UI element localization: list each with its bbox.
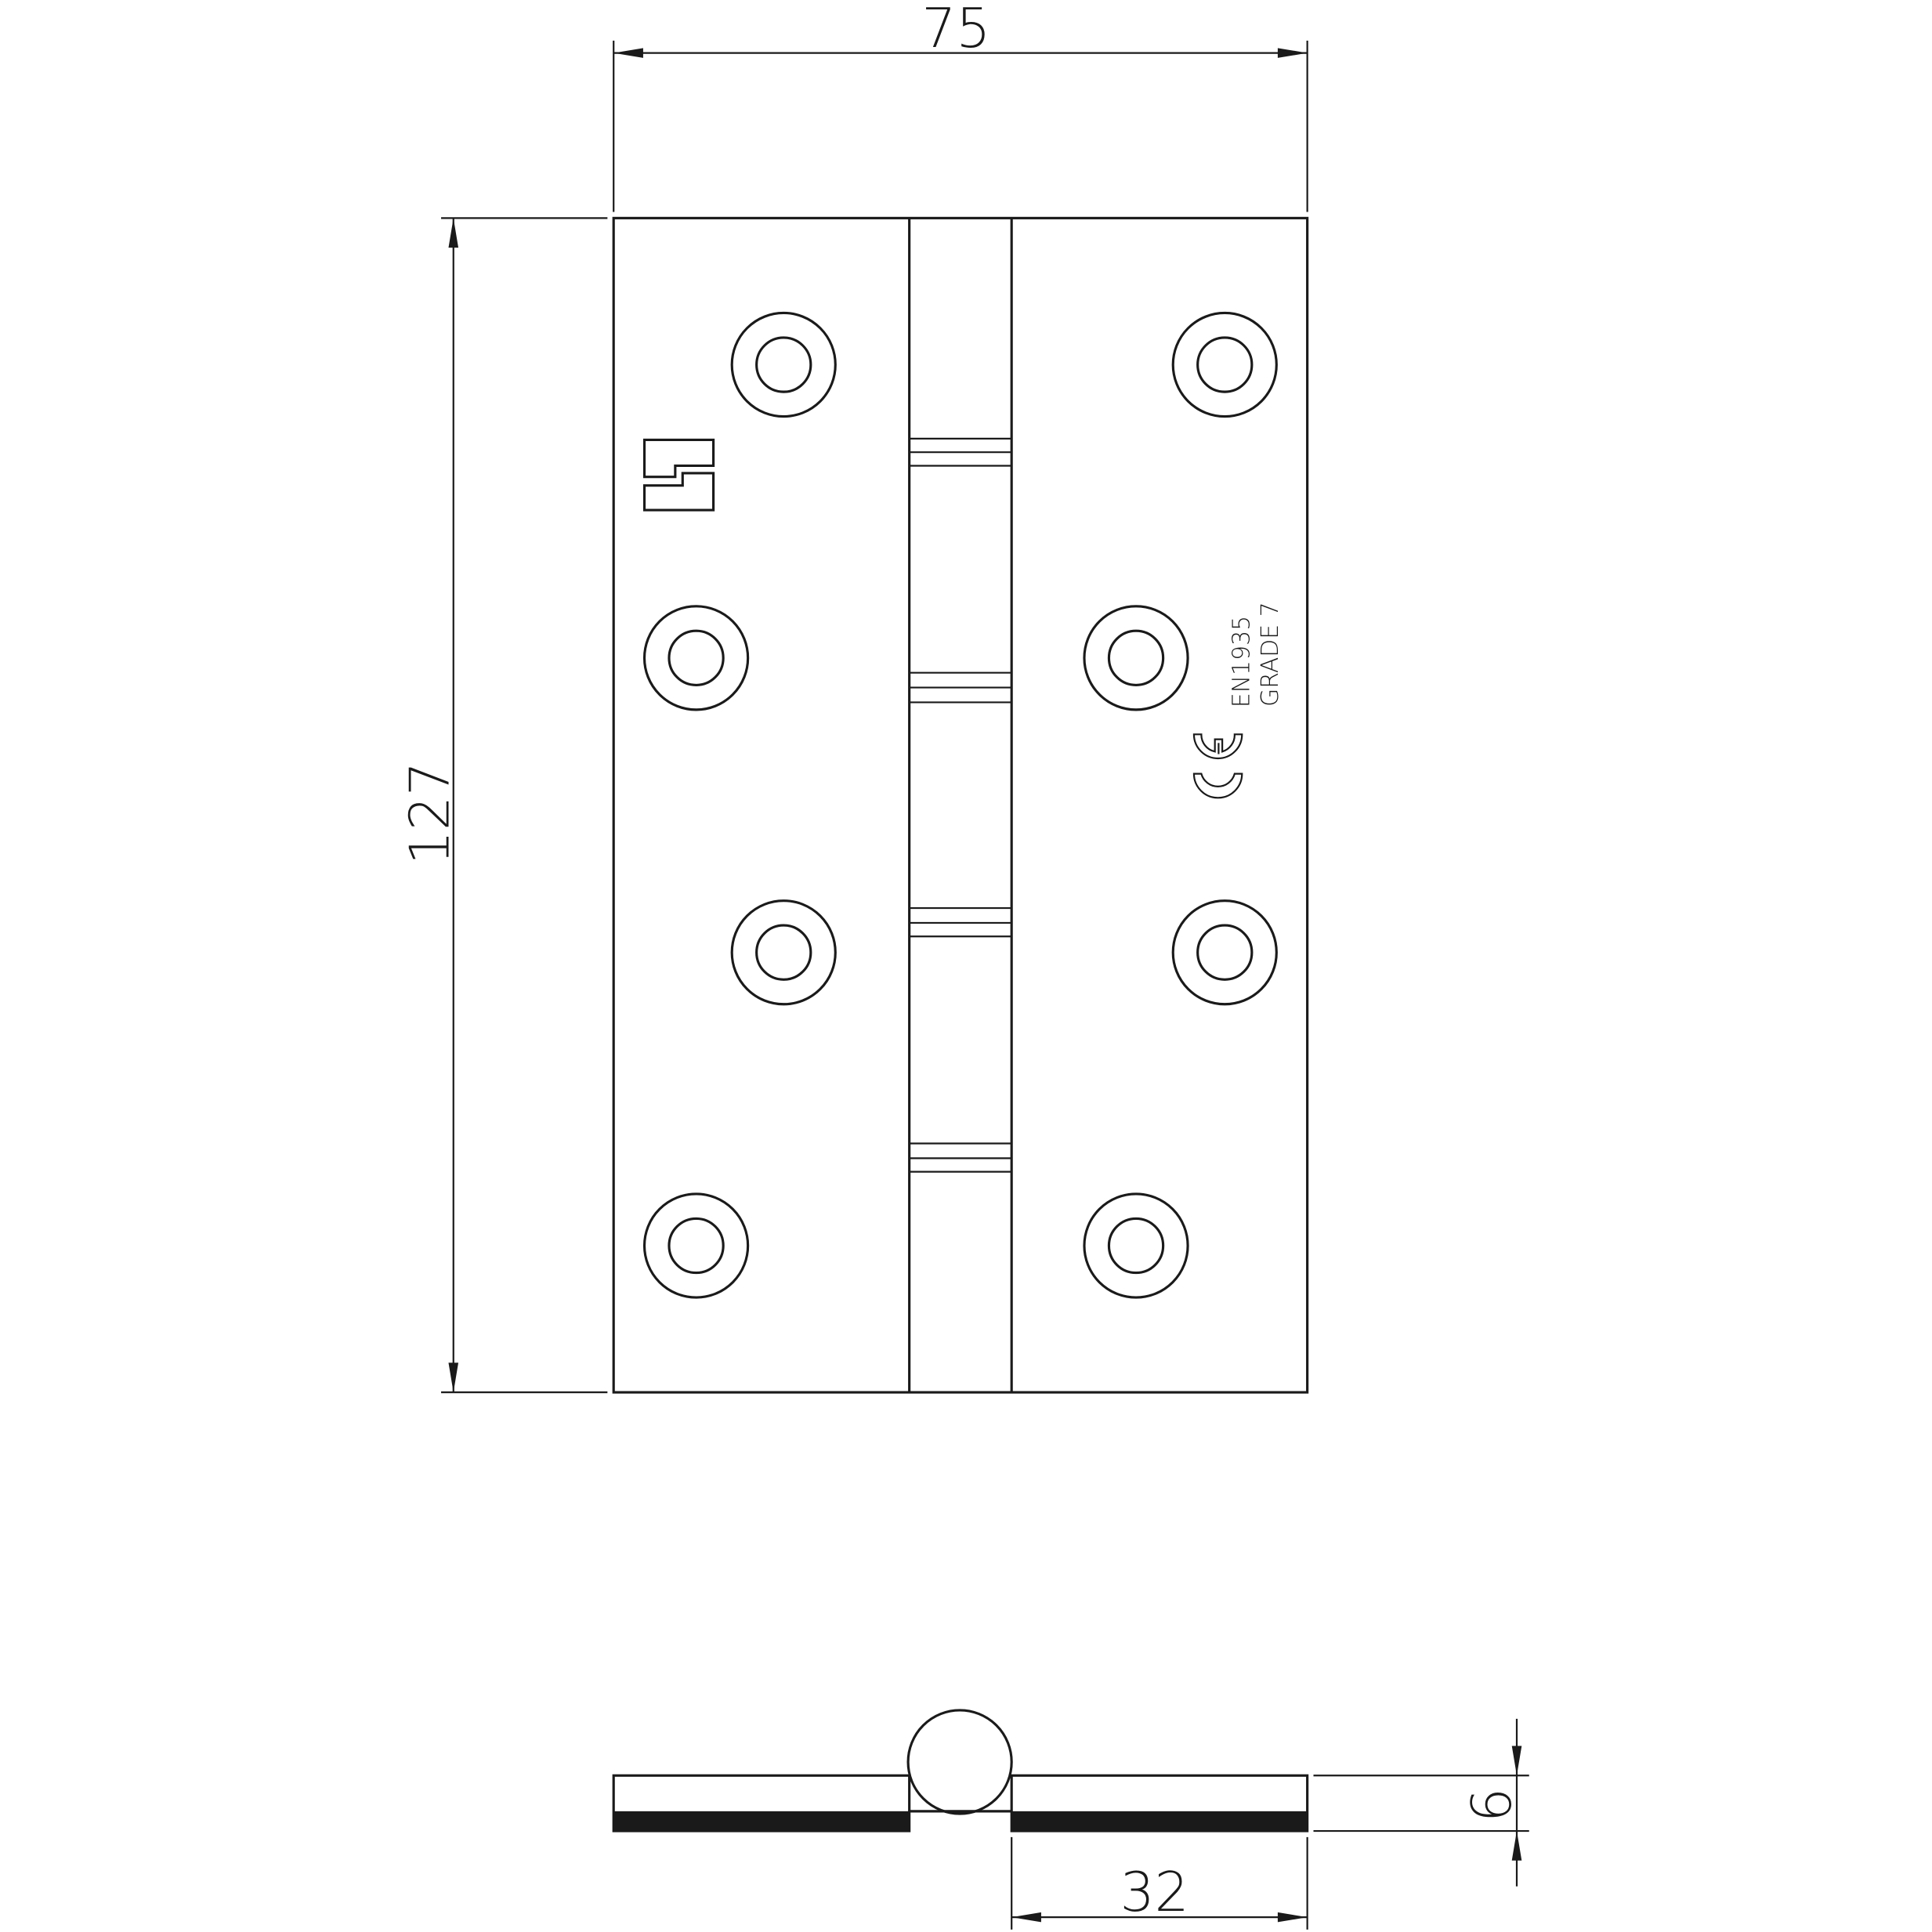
arrow-down-icon <box>1511 1746 1522 1776</box>
hinge-front-view: EN1935 GRADE 7 <box>612 216 1309 1394</box>
thickness-dimension: 6 <box>1313 1718 1529 1887</box>
leaf-section <box>1011 1811 1308 1832</box>
ce-mark-icon <box>1192 733 1243 799</box>
arrow-right-icon <box>1277 48 1308 58</box>
brand-logo-icon <box>642 438 715 512</box>
screw-hole <box>730 311 837 418</box>
leaf-section <box>613 1811 910 1832</box>
arrow-down-icon <box>448 1362 459 1393</box>
width-dimension: 75 <box>613 0 1308 212</box>
grade-marking: GRADE 7 <box>1257 602 1284 707</box>
leaf-width-dimension: 32 <box>1011 1836 1308 1930</box>
thickness-label: 6 <box>1461 1788 1524 1822</box>
standard-marking: EN1935 <box>1228 616 1256 707</box>
screw-hole <box>1083 605 1189 711</box>
screw-hole <box>1083 1192 1189 1299</box>
height-label: 127 <box>399 762 461 865</box>
screw-hole <box>1171 311 1278 418</box>
arrow-left-icon <box>1011 1912 1041 1923</box>
arrow-up-icon <box>1511 1831 1522 1861</box>
arrow-left-icon <box>613 48 643 58</box>
screw-hole <box>1171 899 1278 1006</box>
knuckle-pin <box>906 1709 1013 1815</box>
screw-holes <box>642 311 1278 1299</box>
screw-hole <box>642 1192 750 1299</box>
knuckle-joints <box>909 437 1012 1173</box>
arrow-up-icon <box>448 218 459 248</box>
height-dimension: 127 <box>399 217 608 1394</box>
hinge-end-view <box>612 1709 1309 1833</box>
screw-hole <box>730 899 837 1006</box>
leaf-width-label: 32 <box>1120 1861 1189 1924</box>
width-label: 75 <box>921 0 990 60</box>
screw-hole <box>642 605 750 711</box>
arrow-right-icon <box>1277 1912 1308 1923</box>
